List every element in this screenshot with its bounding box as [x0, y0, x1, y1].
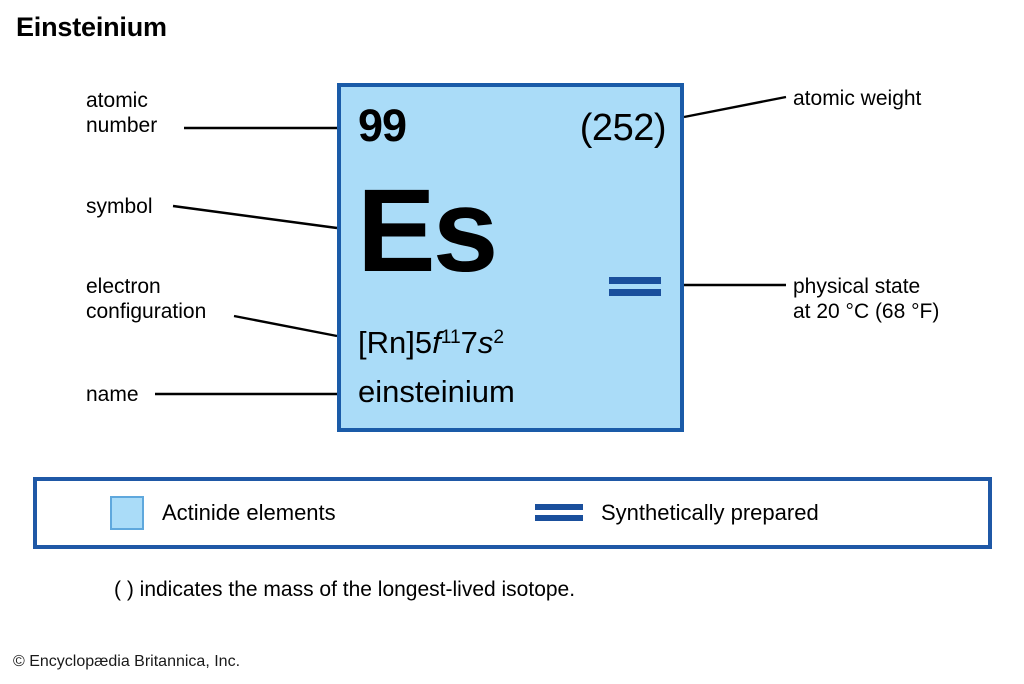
legend-label-actinide: Actinide elements — [162, 500, 336, 525]
electron-config-shell1-n: 5 — [414, 325, 433, 360]
electron-config-shell1-orbital: f — [432, 325, 441, 360]
atomic-number-value: 99 — [358, 100, 407, 151]
copyright-credit: © Encyclopædia Britannica, Inc. — [13, 653, 241, 670]
element-cell: 99 (252) Es [Rn]5f117s2 einsteinium — [337, 83, 684, 432]
callout-atomic-number: atomic number — [86, 89, 158, 137]
page-title: Einsteinium — [16, 12, 167, 42]
legend-entry-synthetic: Synthetically prepared — [535, 481, 819, 545]
atomic-weight-value: (252) — [579, 107, 667, 149]
callout-physical-state: physical state at 20 °C (68 °F) — [793, 275, 940, 323]
callout-electron-configuration: electron configuration — [86, 275, 207, 323]
electron-config-core: [Rn] — [358, 325, 415, 360]
legend-label-synthetic: Synthetically prepared — [601, 500, 819, 525]
electron-config-shell2-orbital: s — [477, 325, 494, 360]
actinide-color-swatch-icon — [110, 496, 144, 530]
leader-line-symbol — [172, 204, 338, 230]
electron-config-shell2-count: 2 — [493, 327, 505, 349]
callout-atomic-weight: atomic weight — [793, 87, 922, 110]
footnote-text: ( ) indicates the mass of the longest-li… — [114, 578, 576, 601]
state-marker-bar-top — [609, 277, 661, 284]
legend: Actinide elements Synthetically prepared — [33, 477, 992, 549]
legend-entry-actinide: Actinide elements — [110, 481, 336, 545]
electron-config-shell2-n: 7 — [460, 325, 478, 360]
electron-config-shell1-count: 11 — [440, 327, 461, 349]
leader-line-atomic-weight — [683, 95, 787, 119]
element-name-value: einsteinium — [358, 374, 515, 409]
leader-line-electron-configuration — [233, 314, 338, 338]
legend-bar-bottom — [535, 515, 583, 521]
synthetic-double-bar-icon — [535, 504, 583, 522]
legend-bar-top — [535, 504, 583, 510]
callout-name: name — [86, 383, 139, 406]
synthetically-prepared-icon — [609, 277, 661, 296]
element-symbol-value: Es — [357, 165, 498, 297]
electron-configuration-value: [Rn]5f117s2 — [358, 327, 504, 358]
state-marker-bar-bottom — [609, 289, 661, 296]
callout-symbol: symbol — [86, 195, 153, 218]
